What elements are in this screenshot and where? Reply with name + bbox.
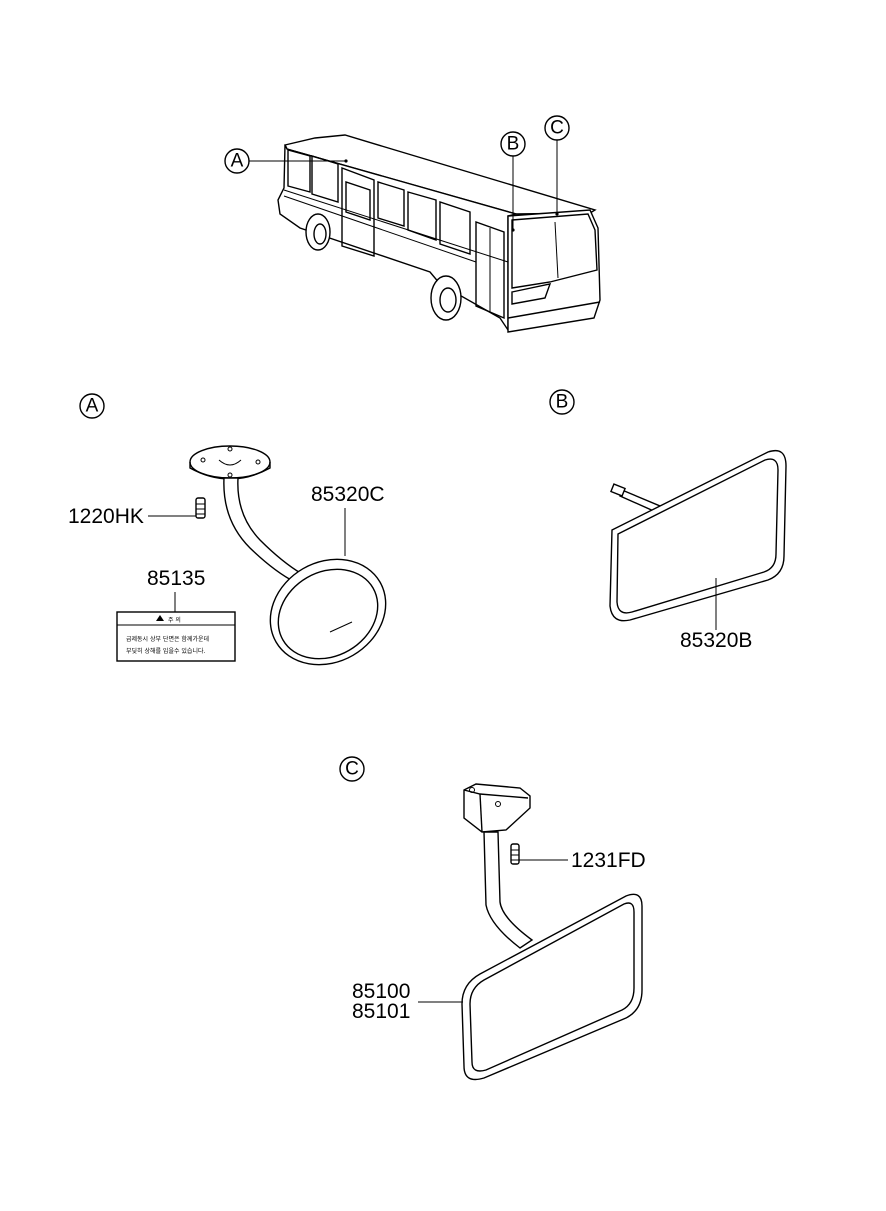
svg-text:A: A <box>231 151 244 172</box>
leader-85100: 85100 85101 <box>352 980 463 1023</box>
leader-85320c: 85320C <box>311 483 385 556</box>
part-label-1231fd: 1231FD <box>571 849 646 872</box>
part-label-85100: 85100 <box>352 980 410 1003</box>
label-title: 주 의 <box>168 616 181 624</box>
bus-callout-b: B <box>500 131 526 232</box>
label-line-2: 부딪히 상해를 입을수 있습니다. <box>126 647 205 655</box>
part-label-85135: 85135 <box>147 567 205 590</box>
label-line-1: 급제동시 상부 단면은 함께가운데 <box>126 635 209 643</box>
part-label-85320b: 85320B <box>680 629 752 652</box>
svg-text:C: C <box>345 759 359 780</box>
bus-callout-a: A <box>224 148 348 174</box>
bolt-1231fd: 1231FD <box>510 843 646 872</box>
inner-mirror-assembly: 85320B <box>609 449 787 652</box>
part-label-1220hk: 1220HK <box>68 505 144 528</box>
part-label-85320c: 85320C <box>311 483 385 506</box>
part-label-85101: 85101 <box>352 1000 410 1023</box>
section-b-marker: B <box>549 389 575 415</box>
rear-mirror-assembly <box>461 783 643 1081</box>
bus-illustration <box>277 134 601 333</box>
round-mirror-assembly <box>189 445 387 666</box>
caution-label-85135: 85135 주 의 급제동시 상부 단면은 함께가운데 부딪히 상해를 입을수 … <box>116 567 236 662</box>
svg-text:C: C <box>550 118 564 139</box>
svg-text:B: B <box>556 392 569 413</box>
bolt-1220hk: 1220HK <box>68 497 206 528</box>
bus-callout-c: C <box>544 115 570 216</box>
section-a-marker: A <box>79 393 105 419</box>
svg-text:B: B <box>507 134 520 155</box>
svg-text:A: A <box>86 396 99 417</box>
section-c-marker: C <box>339 756 365 782</box>
